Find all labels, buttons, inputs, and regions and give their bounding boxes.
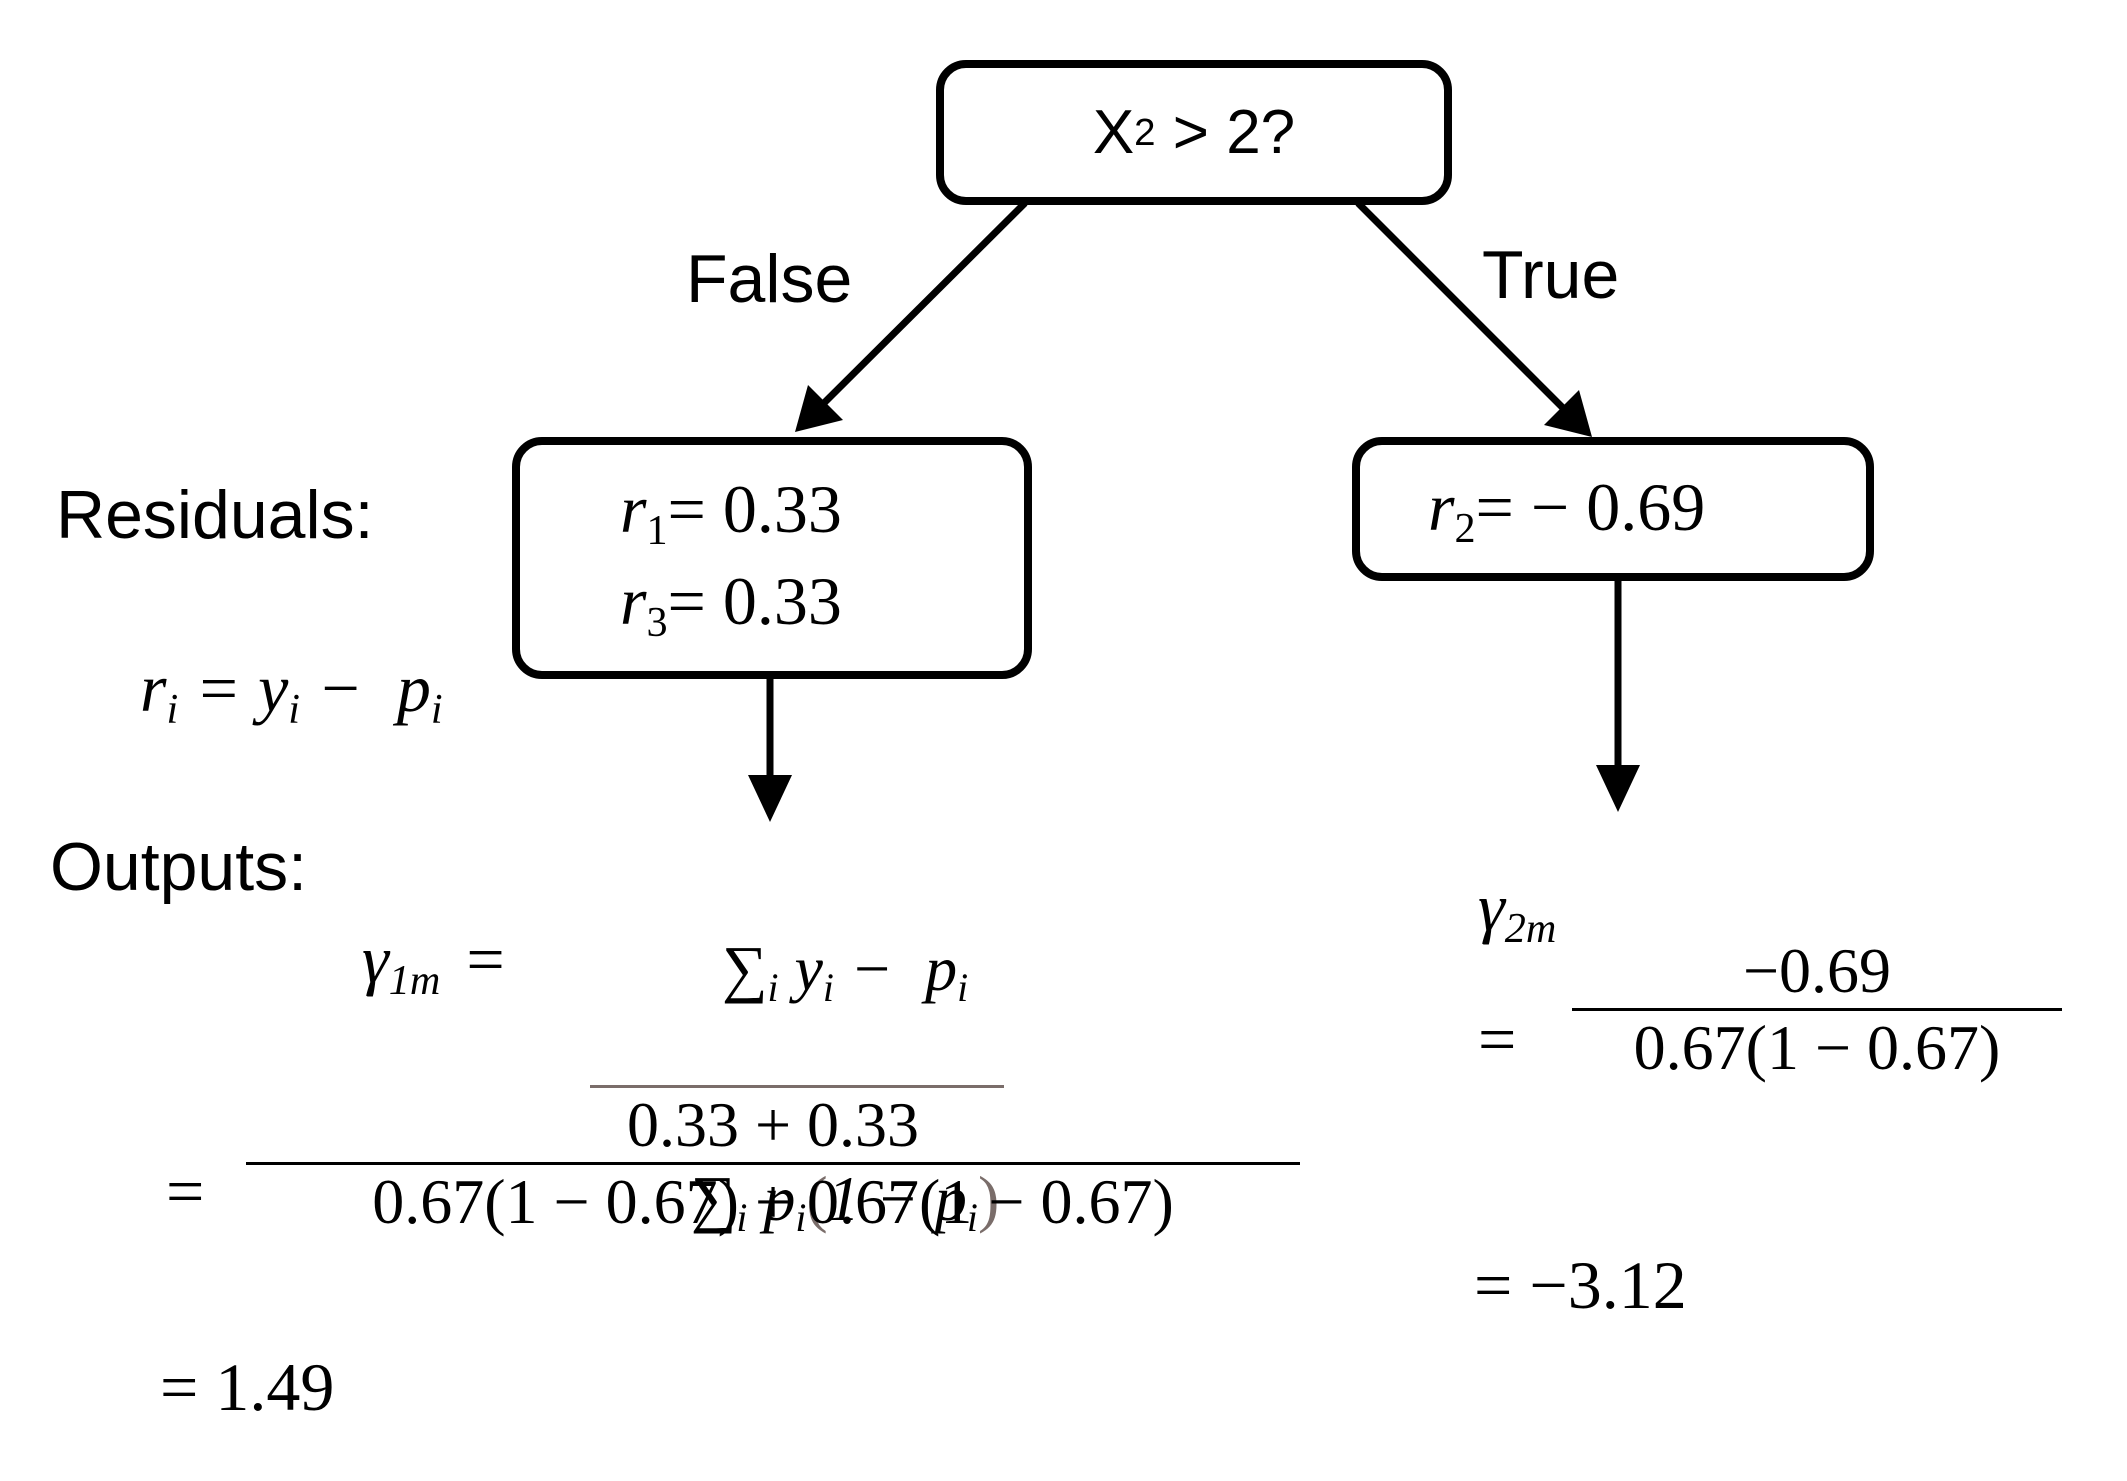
right-leaf-node xyxy=(1352,437,1874,581)
gamma-2m-eq: = xyxy=(1478,1001,1517,1077)
root-subscript: 2 xyxy=(1134,110,1156,154)
gamma-1m-step2-denominator: 0.67(1 − 0.67) + 0.67(1 − 0.67) xyxy=(372,1166,1174,1237)
outputs-heading: Outputs: xyxy=(50,829,308,905)
root-test: > 2? xyxy=(1155,98,1296,167)
gamma-2m-denominator: 0.67(1 − 0.67) xyxy=(1633,1012,2001,1083)
true-branch-line xyxy=(1355,200,1568,413)
residual-formula: ri = yi − pi xyxy=(140,650,443,733)
residuals-heading: Residuals: xyxy=(56,477,374,553)
false-branch-label: False xyxy=(686,241,853,317)
root-node xyxy=(936,60,1452,205)
gamma-2m-lhs: γ2m xyxy=(1478,869,1557,952)
gamma-1m-fraction: ∑i yi − pi ∑i pi(1 − pi) xyxy=(590,858,1004,1315)
left-leaf-row-2: r3= 0.33 xyxy=(620,563,842,646)
gamma-2m-result: = −3.12 xyxy=(1474,1247,1687,1323)
gamma-1m-result: = 1.49 xyxy=(160,1349,335,1425)
gamma-1m-lhs: γ1m= xyxy=(362,921,505,1004)
gamma-1m-numerator: ∑i yi − pi xyxy=(721,933,969,1011)
true-branch-arrowhead xyxy=(1544,390,1592,437)
false-branch-line xyxy=(819,200,1028,408)
gamma-1m-step2-numerator: 0.33 + 0.33 xyxy=(626,1089,920,1160)
gamma-2m-numerator: −0.69 xyxy=(1742,935,1892,1006)
gamma-1m-denominator: ∑i pi(1 − pi) xyxy=(690,1163,1000,1241)
left-output-arrowhead xyxy=(748,775,792,822)
gamma-1m-step2-fraction: 0.33 + 0.33 0.67(1 − 0.67) + 0.67(1 − 0.… xyxy=(246,1088,1300,1239)
true-branch-label: True xyxy=(1482,237,1620,313)
gamma-1m-step2-bar xyxy=(246,1162,1300,1165)
left-leaf-node xyxy=(512,437,1032,679)
gamma-2m-fraction-bar xyxy=(1572,1008,2062,1011)
gamma-1m-fraction-bar xyxy=(590,1085,1004,1089)
gamma-2m-fraction: −0.69 0.67(1 − 0.67) xyxy=(1572,934,2062,1085)
left-leaf-row-1: r1= 0.33 xyxy=(620,471,842,554)
right-output-arrowhead xyxy=(1596,765,1640,812)
root-variable: X xyxy=(1092,98,1135,167)
false-branch-arrowhead xyxy=(795,385,843,432)
right-leaf-value: r2= − 0.69 xyxy=(1428,469,1706,552)
gamma-1m-step2-eq: = xyxy=(166,1153,205,1229)
